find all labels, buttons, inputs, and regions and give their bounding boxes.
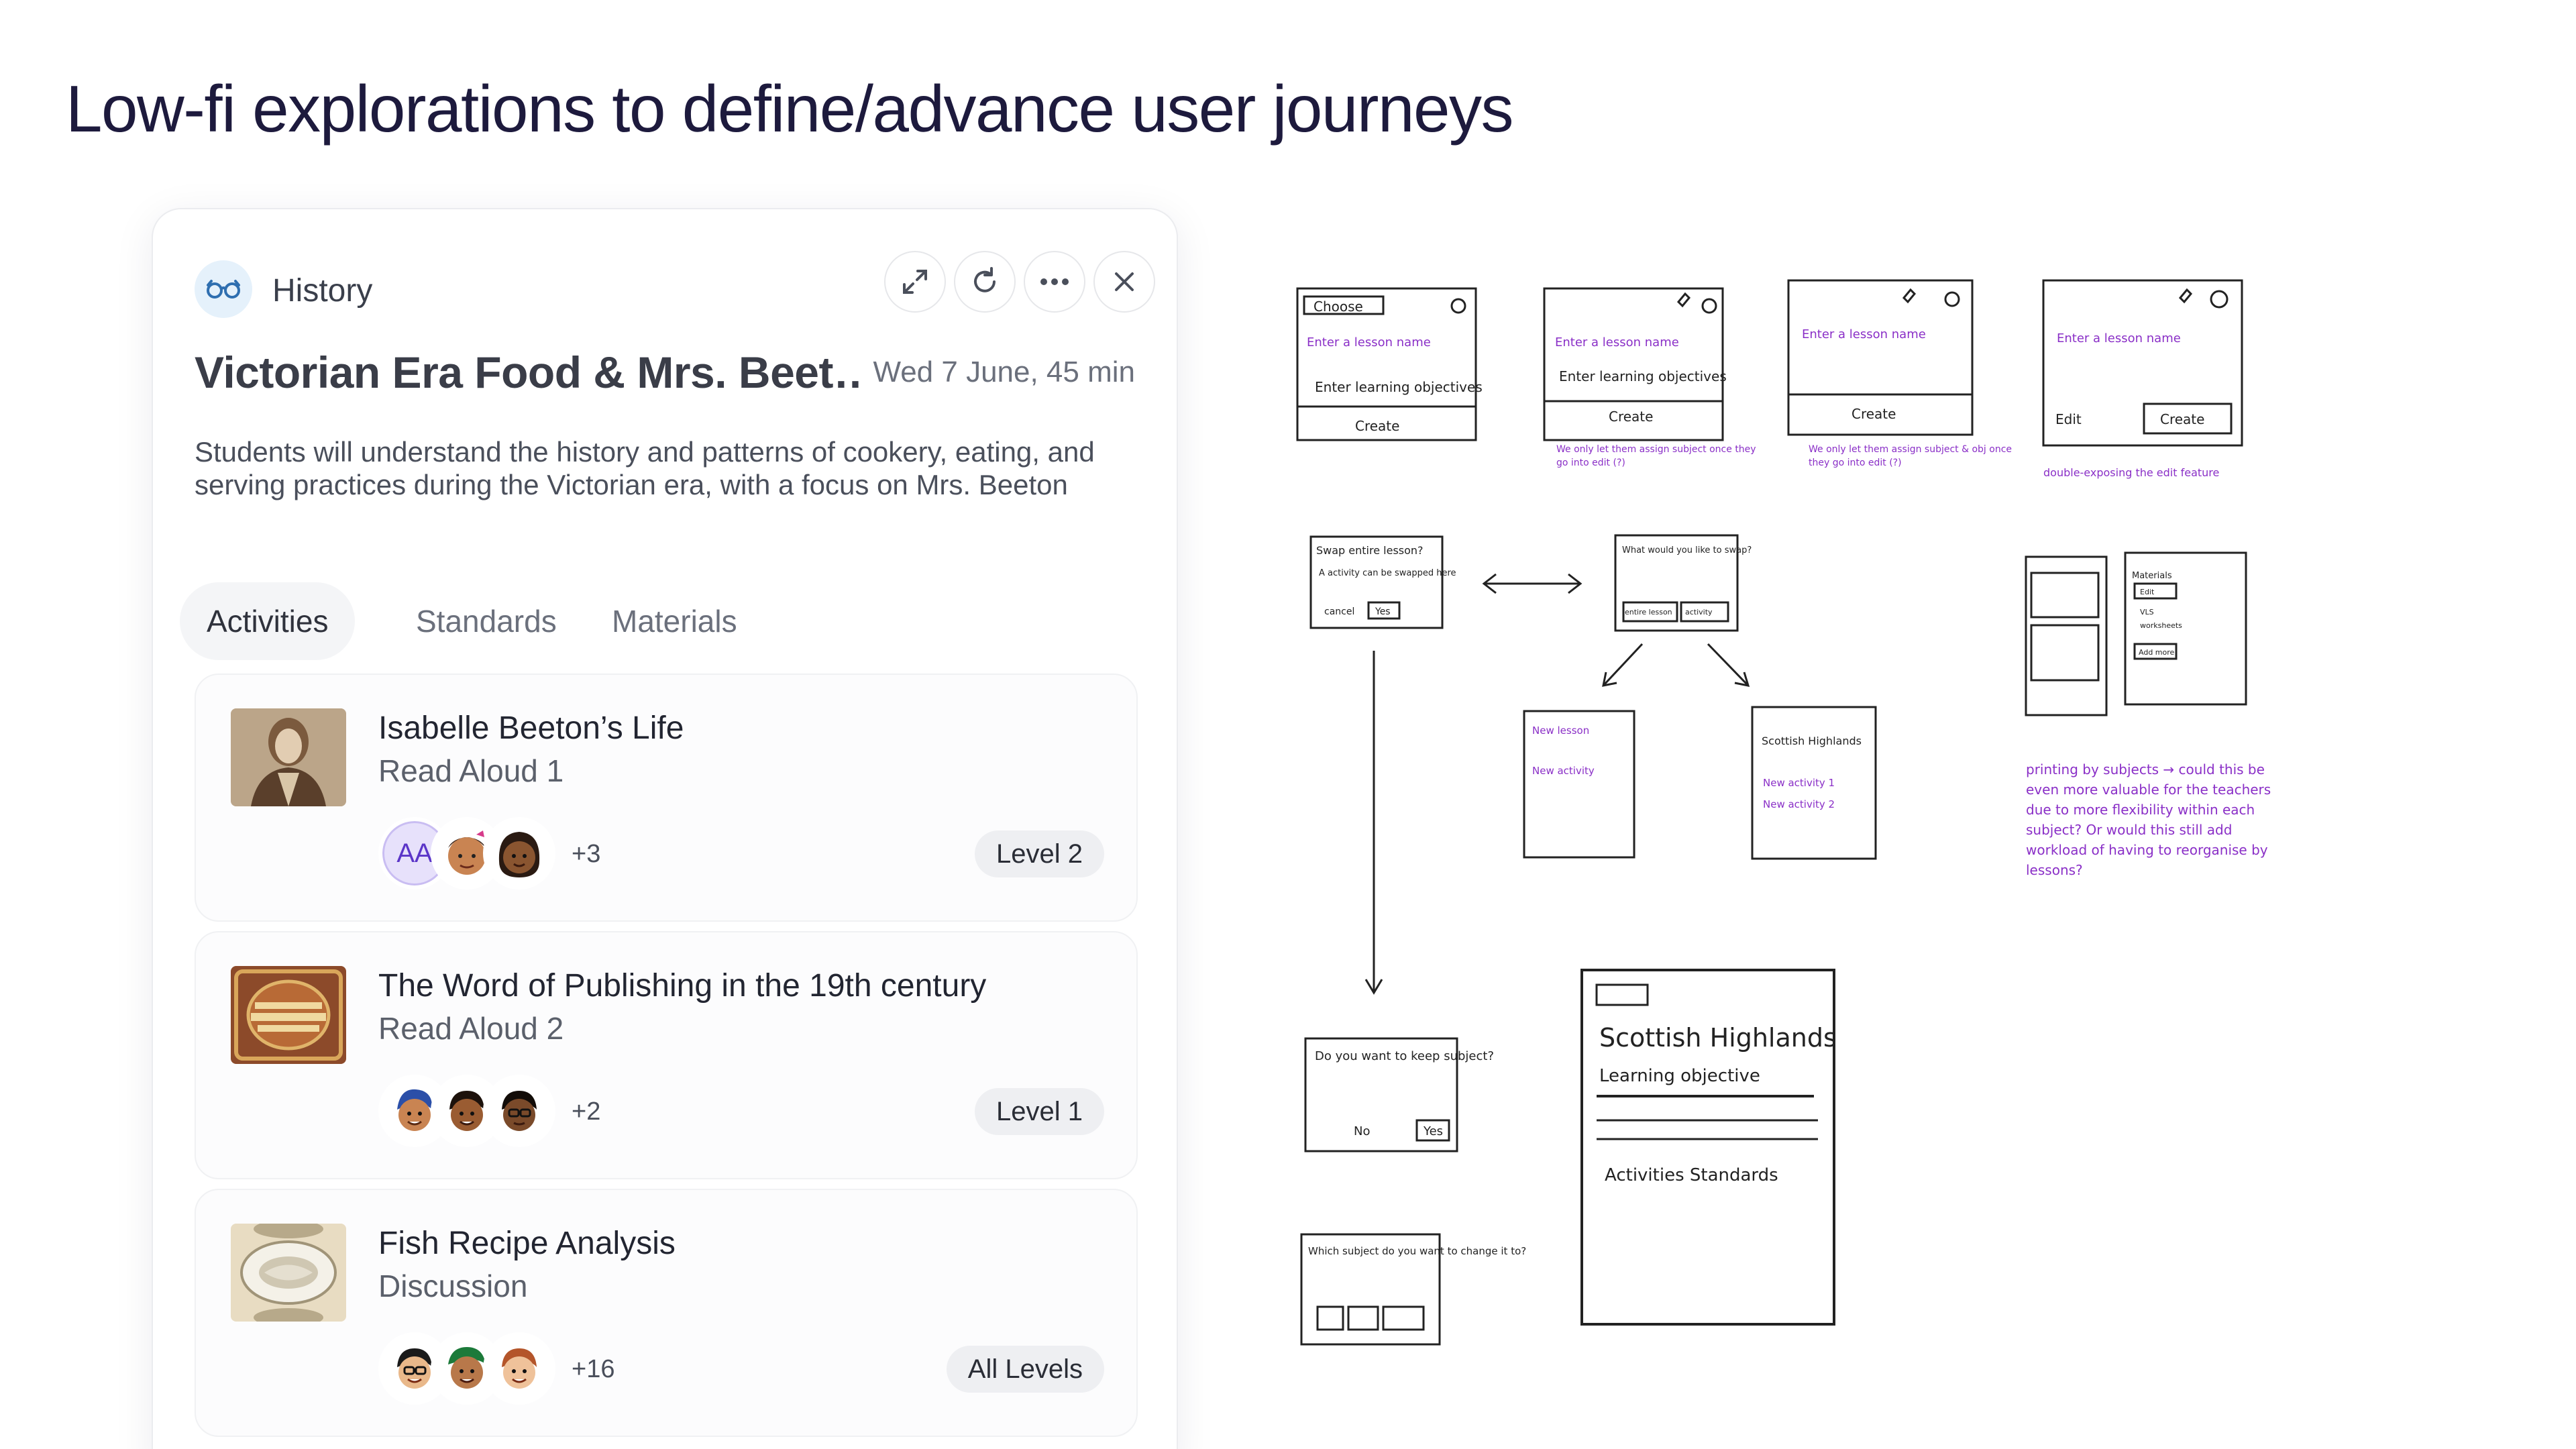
avatar	[483, 817, 555, 890]
avatar	[483, 1075, 555, 1147]
activity-type: Read Aloud 2	[378, 1011, 564, 1046]
page-title: Low-fi explorations to define/advance us…	[66, 72, 1514, 146]
expand-button[interactable]	[884, 251, 946, 313]
sketch-label: entire lesson	[1625, 608, 1672, 616]
refresh-button[interactable]	[954, 251, 1016, 313]
sketch-label: What would you like to swap?	[1622, 545, 1752, 555]
sketch-note: We only let them assign subject once the…	[1556, 444, 1756, 468]
more-icon	[1040, 278, 1069, 285]
avatar-more-count: +3	[572, 840, 601, 868]
activity-type: Read Aloud 1	[378, 753, 564, 788]
activity-card[interactable]: Fish Recipe Analysis Discussion +16 All …	[195, 1189, 1138, 1437]
activity-type: Discussion	[378, 1269, 528, 1303]
sketch-label: activity	[1685, 608, 1713, 616]
lesson-description: Students will understand the history and…	[195, 436, 1095, 500]
tab-standards[interactable]: Standards	[416, 604, 557, 639]
sketch-label: Add more	[2139, 648, 2175, 657]
avatar-group: AA	[378, 817, 555, 890]
activity-thumbnail	[231, 966, 346, 1064]
sketch-label: Create	[1851, 406, 1896, 422]
sketch-label: New lesson	[1532, 724, 1589, 737]
avatar-more-count: +16	[572, 1355, 615, 1383]
expand-icon	[903, 270, 927, 294]
sketch-label: Edit	[2140, 588, 2155, 596]
sketch-label: Choose	[1313, 299, 1363, 315]
sketch-label: VLS	[2140, 608, 2154, 616]
subject-name: History	[272, 273, 373, 309]
sketch-label: Enter a lesson name	[1802, 327, 1926, 341]
avatar-more-count: +2	[572, 1097, 601, 1126]
lofi-sketches: Choose Enter learning objectives Create …	[1296, 279, 2271, 1346]
close-button[interactable]	[1093, 251, 1155, 313]
level-badge: All Levels	[946, 1346, 1104, 1393]
sketch-label: Learning objective	[1599, 1066, 1760, 1086]
sketch-note: double-exposing the edit feature	[2043, 466, 2219, 479]
sketch-label: A activity can be swapped here	[1319, 568, 1456, 578]
sketch-label: cancel	[1324, 606, 1354, 617]
lesson-card: History Victorian Era Food & Mrs. Beet… …	[152, 208, 1178, 1449]
sketch-label: Do you want to keep subject?	[1315, 1049, 1494, 1063]
sketch-label: Enter a lesson name	[2057, 331, 2181, 345]
sketch-label: No	[1354, 1124, 1370, 1138]
sketch-label: Enter learning objectives	[1559, 368, 1727, 384]
sketch-label: Create	[2160, 411, 2204, 427]
more-button[interactable]	[1024, 251, 1085, 313]
printing-note: printing by subjects → could this be eve…	[2026, 761, 2271, 878]
sketch-label: New activity 2	[1763, 798, 1835, 810]
avatar-group	[378, 1075, 555, 1147]
sketch-label: Enter a lesson name	[1307, 335, 1431, 350]
sketch-label: Materials	[2132, 571, 2172, 581]
activity-thumbnail	[231, 708, 346, 806]
activity-card[interactable]: The Word of Publishing in the 19th centu…	[195, 931, 1138, 1179]
activity-card[interactable]: Isabelle Beeton’s Life Read Aloud 1 AA +…	[195, 674, 1138, 922]
activity-title: Fish Recipe Analysis	[378, 1226, 676, 1261]
lesson-title: Victorian Era Food & Mrs. Beet…	[195, 347, 865, 397]
avatar-group	[378, 1332, 555, 1405]
tab-activities[interactable]: Activities	[180, 582, 356, 660]
sketch-label: Which subject do you want to change it t…	[1308, 1245, 1526, 1257]
sketch-label: Yes	[1375, 606, 1391, 617]
level-badge: Level 2	[975, 830, 1104, 877]
sketch-label: worksheets	[2140, 621, 2182, 630]
sketch-label: Swap entire lesson?	[1316, 544, 1424, 557]
lesson-date: Wed 7 June, 45 min	[873, 356, 1135, 388]
level-badge: Level 1	[975, 1088, 1104, 1135]
sketch-note: We only let them assign subject & obj on…	[1809, 444, 2012, 468]
activity-title: Isabelle Beeton’s Life	[378, 710, 684, 746]
close-icon	[1115, 272, 1134, 291]
sketch-label: New activity	[1532, 765, 1595, 777]
refresh-icon	[974, 267, 996, 292]
sketch-label: Yes	[1423, 1124, 1443, 1138]
avatar	[483, 1332, 555, 1405]
sketch-label: Enter learning objectives	[1315, 379, 1483, 395]
tab-materials[interactable]: Materials	[612, 604, 737, 639]
sketch-label: Activities Standards	[1605, 1165, 1778, 1185]
sketch-label: Scottish Highlands	[1762, 735, 1862, 747]
sketch-label: Enter a lesson name	[1555, 335, 1679, 350]
sketch-label: Edit	[2055, 411, 2082, 427]
sketch-label: Create	[1355, 418, 1399, 434]
activity-title: The Word of Publishing in the 19th centu…	[378, 968, 987, 1004]
activity-thumbnail	[231, 1224, 346, 1322]
sketch-label: Create	[1609, 409, 1653, 425]
sketch-label: Scottish Highlands	[1599, 1023, 1837, 1053]
glasses-icon	[195, 260, 252, 318]
sketch-label: New activity 1	[1763, 777, 1835, 789]
